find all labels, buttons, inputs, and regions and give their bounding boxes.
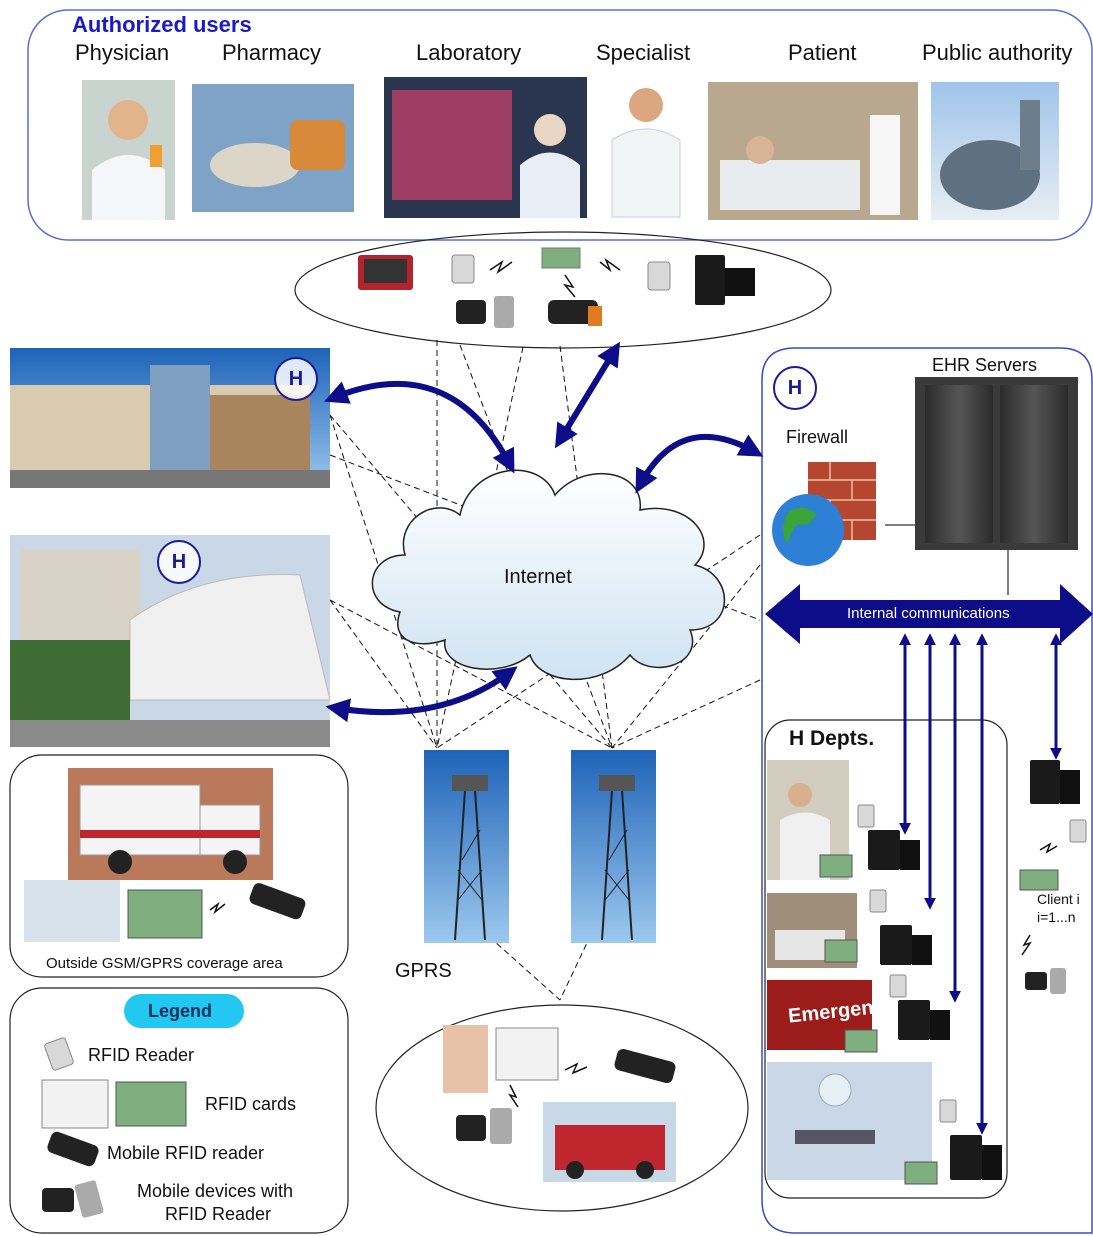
user-label-pharmacy: Pharmacy	[222, 40, 322, 65]
legend-mobile-reader-icon	[47, 1131, 99, 1167]
legend-mobile-devices-line2: RFID Reader	[165, 1204, 272, 1224]
authorized-users-title: Authorized users	[72, 12, 252, 37]
client-label: Client i	[1037, 891, 1080, 907]
legend-mobile-devices-line1: Mobile devices with	[137, 1181, 294, 1201]
dept-computers	[819, 804, 1002, 1185]
patient-photo	[708, 82, 918, 220]
dept-links	[899, 633, 1062, 1135]
ambulance-photo	[68, 768, 273, 880]
pharmacy-photo	[192, 84, 354, 212]
bottom-devices	[443, 1025, 676, 1182]
h-depts-panel	[764, 719, 1008, 1199]
ehr-servers-label: EHR Servers	[932, 355, 1038, 375]
internal-communications-label: Internal communications	[847, 605, 1010, 622]
top-devices	[358, 247, 755, 328]
ehr-hospital-badge: H	[773, 366, 817, 410]
h-depts-label: H Depts.	[789, 727, 875, 750]
internet-links	[324, 341, 764, 723]
legend-title: Legend	[148, 1001, 213, 1021]
user-label-public-authority: Public authority	[922, 40, 1073, 65]
client-range-label: i=1...n	[1037, 909, 1076, 925]
internal-communications-bar	[765, 584, 1093, 644]
legend-card-1-icon	[41, 1079, 109, 1129]
legend-pill	[124, 994, 244, 1028]
internet-label: Internet	[504, 566, 572, 588]
user-label-laboratory: Laboratory	[416, 40, 522, 65]
firewall-globe	[772, 462, 876, 566]
ehr-server-rack	[915, 377, 1078, 550]
hospital-2-photo	[10, 535, 331, 747]
gprs-tower-2	[571, 750, 656, 943]
hospital-1-badge: H	[274, 357, 318, 401]
outside-devices	[24, 880, 306, 942]
user-label-physician: Physician	[75, 40, 170, 65]
bottom-devices-ellipse	[375, 1004, 749, 1212]
user-label-specialist: Specialist	[596, 40, 691, 65]
hospital-2-badge: H	[157, 540, 201, 584]
legend-card-2-icon	[115, 1081, 187, 1127]
internet-cloud	[371, 469, 726, 681]
gprs-tower-1	[424, 750, 509, 943]
outside-coverage-label: Outside GSM/GPRS coverage area	[46, 955, 283, 972]
legend-reader-icon	[44, 1037, 74, 1071]
gprs-label: GPRS	[395, 960, 452, 982]
legend-rfid-cards: RFID cards	[205, 1094, 297, 1114]
dept-photo-operating-room	[767, 1062, 932, 1180]
legend-mobile-device-icon	[42, 1188, 74, 1212]
specialist-photo	[605, 77, 687, 218]
hospital-1-photo	[10, 348, 330, 488]
user-label-patient: Patient	[788, 40, 857, 65]
client-devices	[1019, 760, 1087, 994]
firewall-label: Firewall	[786, 427, 849, 447]
public-authority-photo	[931, 82, 1059, 220]
ehr-panel	[761, 347, 1093, 1234]
legend-rfid-reader: RFID Reader	[88, 1045, 195, 1065]
physician-photo	[82, 80, 175, 220]
laboratory-photo	[384, 77, 587, 218]
legend-mobile-rfid-reader: Mobile RFID reader	[107, 1143, 265, 1163]
